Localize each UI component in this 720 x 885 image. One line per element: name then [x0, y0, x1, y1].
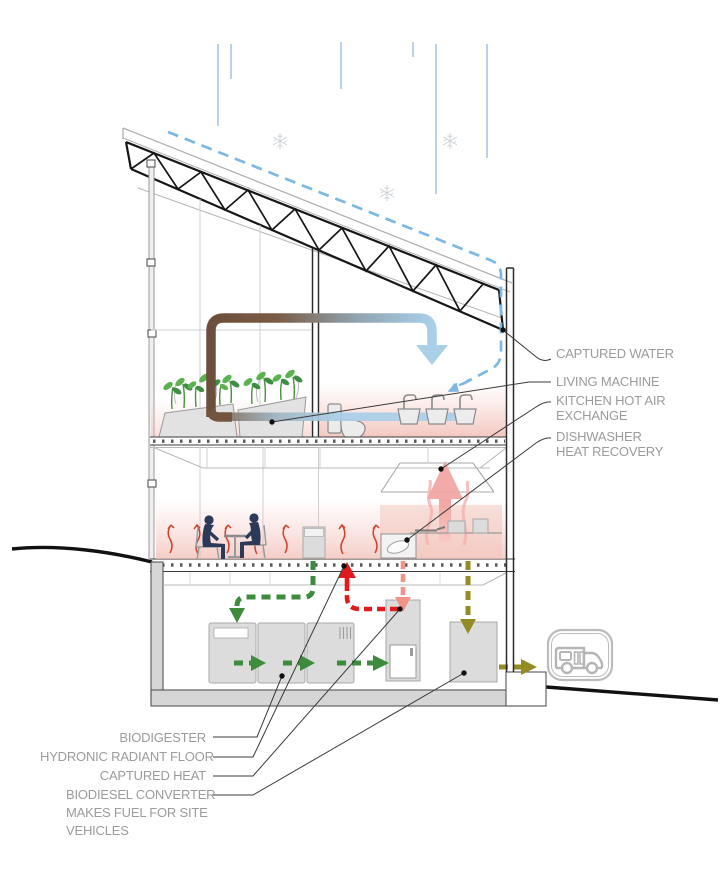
leader-lines	[213, 327, 552, 796]
roof-assembly	[122, 127, 513, 332]
wall-connector	[146, 159, 156, 168]
label-biodiesel-converter: BIODIESEL CONVERTER MAKES FUEL FOR SITE …	[66, 786, 226, 840]
rain-lines	[217, 42, 488, 194]
biodigester-tanks	[208, 622, 355, 684]
label-line: BIODIGESTER	[119, 730, 206, 745]
captured-water-flow	[167, 130, 503, 392]
kitchen	[380, 461, 502, 559]
foundation-footing	[505, 671, 547, 707]
captured-heat-arrow	[338, 562, 398, 612]
range-hood	[380, 462, 495, 493]
frying-pan	[415, 526, 446, 532]
wall-connector	[146, 258, 156, 267]
water-to-sinks-arrow	[448, 377, 472, 391]
sinks	[397, 394, 477, 425]
wall-connector	[147, 329, 157, 338]
label-line: EXCHANGE	[556, 408, 628, 423]
pot	[447, 520, 466, 534]
dining-scene	[195, 513, 267, 561]
wall-connector	[147, 479, 157, 488]
air-loop-pipe	[206, 313, 448, 422]
label-line: HYDRONIC RADIANT FLOOR	[40, 749, 214, 764]
compost-bin	[302, 526, 326, 559]
suspended-ceiling	[154, 447, 507, 469]
label-line: MAKES FUEL FOR SITE	[66, 805, 208, 820]
greywater-pipe	[228, 412, 468, 421]
right-wall	[505, 267, 515, 672]
heat-unit	[385, 599, 421, 682]
label-captured-water: CAPTURED WATER	[556, 346, 674, 361]
air-loop-arrowhead	[416, 345, 448, 365]
label-line: HEAT RECOVERY	[556, 444, 664, 459]
label-line: VEHICLES	[66, 823, 129, 838]
person-silhouette	[240, 513, 261, 558]
table	[224, 534, 246, 558]
ground-floor-slab	[150, 558, 515, 573]
label-line: DISHWASHER	[556, 429, 642, 444]
person-silhouette	[202, 515, 225, 559]
interior-wall	[311, 248, 320, 437]
label-line: CAPTURED HEAT	[99, 768, 206, 783]
label-dishwasher-heat-recovery: DISHWASHER HEAT RECOVERY	[556, 429, 663, 459]
dishwasher	[380, 533, 417, 559]
snowflakes	[272, 132, 458, 202]
second-floor-slab	[150, 436, 507, 449]
ground-line-right	[545, 685, 719, 702]
biodiesel-converter-unit	[449, 621, 498, 683]
label-hydronic-radiant-floor: HYDRONIC RADIANT FLOOR	[40, 749, 214, 764]
label-biodigester: BIODIGESTER	[40, 730, 206, 745]
label-living-machine: LIVING MACHINE	[556, 374, 660, 389]
heat-wave	[461, 480, 470, 546]
label-line: LIVING MACHINE	[556, 374, 660, 389]
label-kitchen-hot-air-exchange: KITCHEN HOT AIR EXCHANGE	[556, 393, 666, 423]
left-glass-wall	[146, 159, 157, 563]
label-line: BIODIESEL CONVERTER	[66, 787, 216, 802]
label-captured-heat: CAPTURED HEAT	[40, 768, 206, 783]
biodiesel-flow-arrows	[460, 561, 537, 675]
label-line: KITCHEN HOT AIR	[556, 393, 666, 408]
basement-structure	[150, 561, 547, 707]
pot	[472, 518, 489, 534]
delivery-truck-icon	[546, 628, 614, 682]
label-line: CAPTURED WATER	[556, 346, 674, 361]
toilet	[327, 403, 366, 440]
ground-line-left	[11, 545, 153, 564]
dishwasher-heat-arrow	[395, 561, 411, 612]
